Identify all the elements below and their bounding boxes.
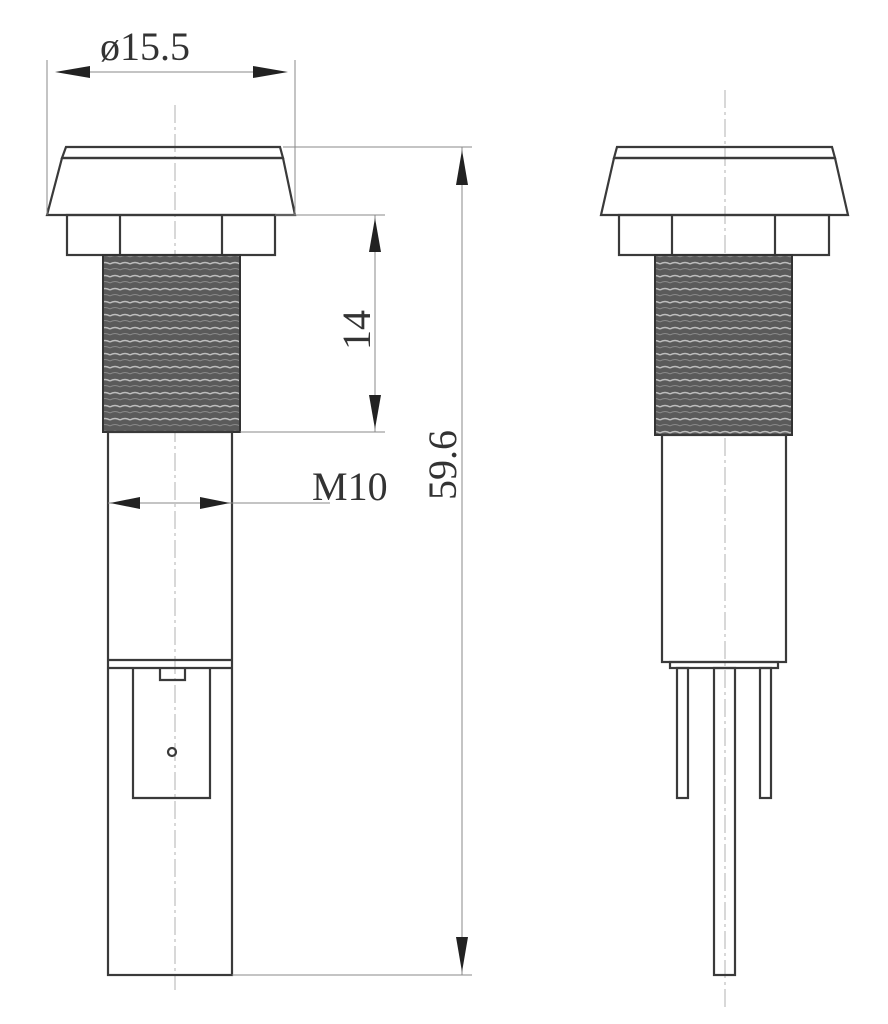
hex-nut	[65, 213, 277, 257]
overall-length-dimension: 59.6	[232, 146, 472, 976]
tab-hole	[166, 746, 178, 758]
arrow-icon	[369, 395, 381, 429]
arrow-icon	[456, 150, 468, 185]
arrow-icon	[55, 66, 90, 78]
arrow-icon	[456, 937, 468, 972]
right-view	[599, 90, 850, 1010]
thread	[102, 254, 241, 433]
thread-size-dimension: M10	[108, 464, 388, 509]
arrow-icon	[253, 66, 288, 78]
thread-length-label: 14	[334, 310, 379, 350]
overall-length-label: 59.6	[420, 430, 465, 500]
lamp-cap	[599, 145, 850, 217]
thread-length-dimension: 14	[240, 214, 385, 433]
diameter-dimension: ø15.5	[46, 24, 296, 215]
thread	[654, 254, 793, 436]
left-view: ø15.5 14 M10 59.6	[45, 24, 472, 990]
body-tube	[660, 433, 788, 664]
lamp-cap	[45, 145, 297, 217]
arrow-icon	[369, 218, 381, 252]
thread-size-label: M10	[312, 464, 388, 509]
pin-right	[758, 666, 773, 800]
diameter-label: ø15.5	[100, 24, 190, 69]
hex-nut	[617, 213, 831, 257]
arrow-icon	[200, 497, 230, 509]
solder-tab	[131, 668, 212, 800]
body-tube	[106, 430, 234, 977]
pin-center	[712, 666, 737, 977]
pin-left	[675, 666, 690, 800]
arrow-icon	[110, 497, 140, 509]
